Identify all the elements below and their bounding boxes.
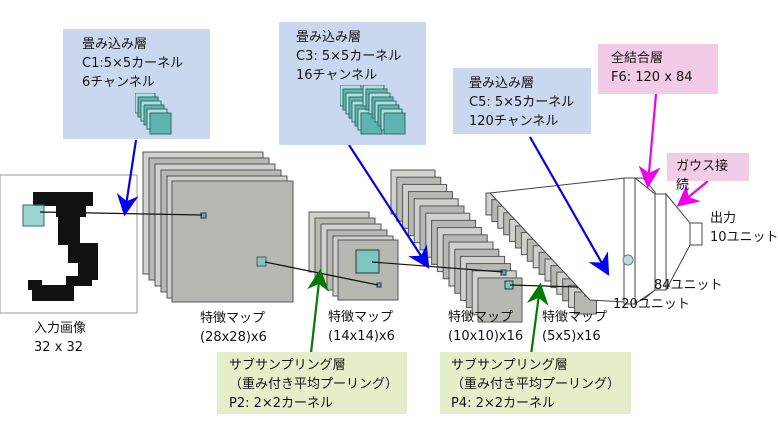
p4-title: サブサンプリング層 (451, 358, 568, 373)
p4-method: （重み付き平均プーリング） (451, 377, 621, 392)
fm2-label-size: (14x14)x6 (328, 329, 395, 344)
input-label-size: 32 x 32 (34, 340, 84, 355)
c1-title: 畳み込み層 (82, 37, 148, 52)
f6-title: 全結合層 (611, 51, 664, 66)
gauss-title: ガウス接続 (676, 159, 729, 193)
feature-maps-14 (308, 211, 399, 301)
kernel-marker (500, 269, 507, 276)
fm4-label-size: (5x5)x16 (542, 329, 601, 344)
conv-c1-box: 畳み込み層 C1:5×5カーネル 6チャンネル (63, 29, 210, 139)
c3-kernel: C3: 5×5カーネル (296, 49, 402, 64)
f6-size: F6: 120 x 84 (611, 70, 693, 85)
fm1-label-size: (28x28)x6 (200, 330, 267, 345)
fm4-label-title: 特徴マップ (542, 310, 608, 325)
fm1-label-title: 特徴マップ (200, 311, 266, 326)
c3-kernel-stack-icon (340, 85, 406, 135)
fm3-label-title: 特徴マップ (448, 310, 514, 325)
digit-three (28, 192, 98, 301)
fully-connected-layers (488, 176, 703, 305)
p2-title: サブサンプリング層 (229, 358, 346, 373)
input-label: 入力画像 32 x 32 (34, 319, 86, 357)
output-label-title: 出力 (710, 211, 737, 226)
pool-p2-box: サブサンプリング層 （重み付き平均プーリング） P2: 2×2カーネル (217, 352, 407, 414)
fm2-label: 特徴マップ (14x14)x6 (328, 308, 395, 346)
units-120-label: 120ユニット (613, 297, 690, 312)
c5-channels: 120チャンネル (469, 114, 559, 129)
fm4-label: 特徴マップ (5x5)x16 (542, 308, 607, 346)
fm2-label-title: 特徴マップ (328, 310, 394, 325)
p2-kernel: P2: 2×2カーネル (229, 396, 334, 411)
fm3-label: 特徴マップ (10x10)x16 (448, 308, 523, 346)
conv-c3-box: 畳み込み層 C3: 5×5カーネル 16チャンネル (279, 22, 426, 145)
fc-f6-box: 全結合層 F6: 120 x 84 (598, 44, 718, 94)
kernel-square (383, 112, 406, 135)
fm1-label: 特徴マップ (28x28)x6 (200, 309, 267, 347)
c1-kernel: C1:5×5カーネル (82, 56, 184, 71)
c5-kernel: C5: 5×5カーネル (469, 95, 575, 110)
units-84-label: 84ユニット (654, 278, 723, 293)
output-label: 出力 10ユニット (710, 209, 778, 247)
c1-kernel-stack-icon (135, 93, 172, 135)
conv-c5-box: 畳み込み層 C5: 5×5カーネル 120チャンネル (453, 68, 591, 134)
input-image (0, 174, 138, 314)
feature-maps-28 (142, 151, 294, 303)
input-label-title: 入力画像 (34, 321, 87, 336)
c3-channels: 16チャンネル (296, 68, 378, 83)
p4-kernel: P4: 2×2カーネル (451, 396, 556, 411)
c5-title: 畳み込み層 (469, 76, 535, 91)
c1-channels: 6チャンネル (82, 75, 155, 90)
gauss-box: ガウス接続 (667, 153, 749, 193)
units-120 (623, 177, 636, 305)
pool-p4-box: サブサンプリング層 （重み付き平均プーリング） P4: 2×2カーネル (440, 352, 631, 414)
output-label-units: 10ユニット (710, 230, 778, 245)
units-10 (689, 222, 703, 246)
p2-method: （重み付き平均プーリング） (229, 377, 399, 392)
feature-maps-10 (390, 169, 523, 323)
fm3-label-size: (10x10)x16 (448, 329, 524, 344)
c3-title: 畳み込み層 (296, 30, 362, 45)
annotation-arrows (116, 93, 709, 363)
